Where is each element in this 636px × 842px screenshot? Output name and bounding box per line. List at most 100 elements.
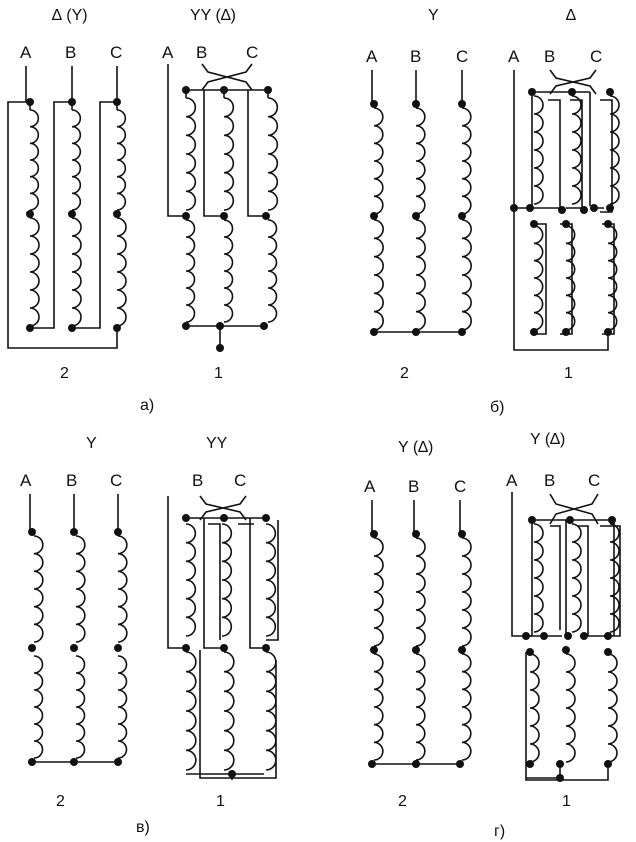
winding-coil [117,535,128,643]
junction-node [370,328,378,336]
panel-b-right-terminal-c: C [590,47,602,66]
winding-coil [607,653,618,763]
winding-coil [265,523,277,637]
panel-b-left-coils [373,107,472,331]
junction-node [540,632,548,640]
panel-a-left-terminal-b: B [65,43,76,62]
winding-coil [75,655,86,759]
junction-node [370,646,378,654]
panel-a-left-number: 2 [60,365,69,382]
panel-v-left-terminal-c: C [110,471,122,490]
winding-coil [267,97,279,211]
junction-node [264,86,272,94]
junction-node [220,644,228,652]
winding-coil [415,653,426,761]
winding-coil [609,95,620,205]
winding-coil [373,537,384,647]
junction-node [562,220,570,228]
connection-wire [72,101,117,329]
junction-node [556,774,564,782]
junction-node [370,212,378,220]
panel-g-right-terminal-b: B [544,471,555,490]
panel-a-left-header: ∆ (Y) [52,7,88,24]
panel-b-letter: б) [490,399,505,416]
junction-node [568,88,576,96]
connection-wire [549,493,599,525]
junction-node [526,648,534,656]
connection-wire [208,520,279,641]
panel-g-left-nodes [368,530,466,768]
panel-g-left-terminal-c: C [454,477,466,496]
connection-wire [167,64,186,217]
panel-v-right-number: 1 [216,793,225,810]
winding-coil [33,655,44,759]
panel-v: Y YY A B C B C [20,435,279,836]
connection-wire [30,101,72,329]
panel-g: Y (∆) Y (∆) A B C A B C [364,431,621,840]
winding-coil [117,655,128,759]
winding-coil [71,109,82,211]
connection-wire [7,101,118,349]
junction-node [412,100,420,108]
junction-node [526,760,534,768]
panel-v-right-terminal-c: C [234,471,246,490]
junction-node [220,212,228,220]
junction-node [260,322,268,330]
panel-g-right-nodes [522,516,616,782]
junction-node [412,212,420,220]
connection-wire [199,495,247,521]
connection-wire [25,66,118,102]
junction-node [262,644,270,652]
junction-node [28,644,36,652]
winding-coil [415,107,426,215]
junction-node [70,644,78,652]
panel-a-left-nodes [26,98,121,332]
junction-node [562,646,570,654]
junction-node [262,212,270,220]
junction-node [580,206,588,214]
junction-node [606,204,614,212]
junction-node [608,516,616,524]
winding-coil [529,653,540,763]
panel-v-right-coils [185,523,277,771]
junction-node [604,632,612,640]
winding-coil [461,537,472,647]
panel-g-letter: г) [494,823,505,840]
junction-node [182,322,190,330]
junction-node [28,758,36,766]
junction-node [370,530,378,538]
panel-v-left-terminal-a: A [20,471,32,490]
junction-node [526,204,534,212]
junction-node [216,322,224,330]
panel-g-right-terminal-a: A [506,471,518,490]
junction-node [458,530,466,538]
panel-g-right-coils [529,523,620,763]
panel-b: Y ∆ A B C A B C [366,7,620,416]
panel-a-right-coils [185,97,279,323]
junction-node [604,760,612,768]
panel-b-left-terminal-c: C [456,47,468,66]
junction-node [68,324,76,332]
junction-node [113,98,121,106]
junction-node [26,210,34,218]
junction-node [182,514,190,522]
junction-node [68,210,76,218]
panel-v-right-terminal-b: B [192,471,203,490]
junction-node [580,632,588,640]
panel-b-left-terminal-b: B [410,47,421,66]
junction-node [530,328,538,336]
panel-b-right-terminal-a: A [508,47,520,66]
junction-node [113,210,121,218]
panel-a-right-terminal-c: C [246,43,258,62]
panel-b-right-coils [533,95,620,331]
junction-node [566,516,574,524]
connection-wire [203,518,264,649]
panel-b-right-number: 1 [564,365,573,382]
connection-wire [531,91,591,206]
winding-coil [461,107,472,215]
winding-coil [223,219,234,323]
junction-node [220,514,228,522]
winding-coil [223,651,235,771]
panel-a-right-nodes [182,86,272,352]
panel-g-left-number: 2 [398,793,407,810]
